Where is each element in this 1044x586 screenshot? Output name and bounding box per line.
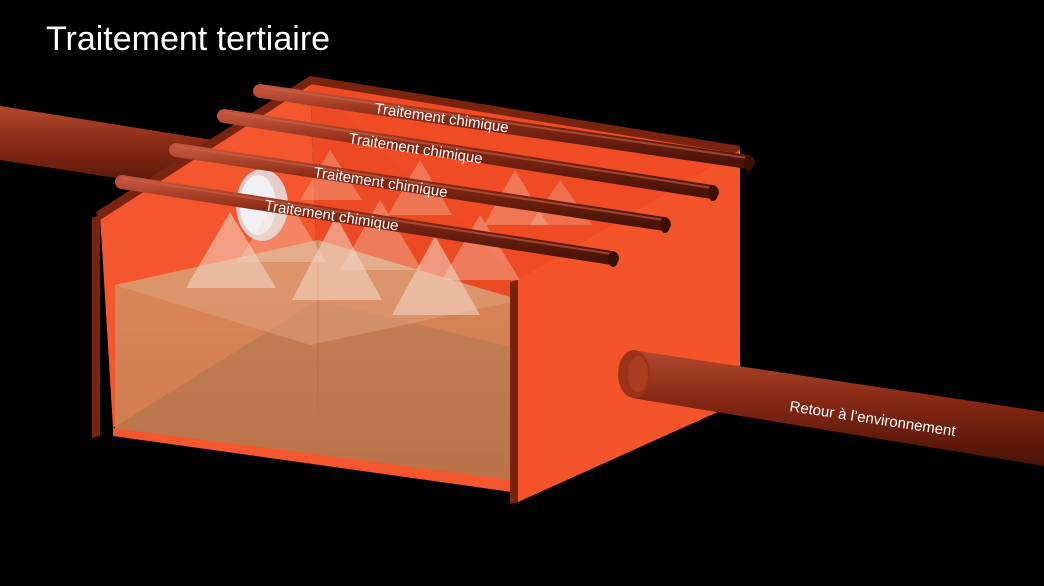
outlet-pipe bbox=[618, 350, 1044, 466]
chemical-pipe-4 bbox=[115, 175, 619, 267]
page-title: Traitement tertiaire bbox=[46, 20, 331, 58]
chemical-pipe-1 bbox=[253, 84, 755, 171]
chemical-pipe-3 bbox=[169, 143, 671, 233]
tank-floor-edge bbox=[113, 428, 512, 492]
tank-right-wall bbox=[518, 150, 740, 502]
chemical-pipe-2 bbox=[217, 109, 719, 201]
